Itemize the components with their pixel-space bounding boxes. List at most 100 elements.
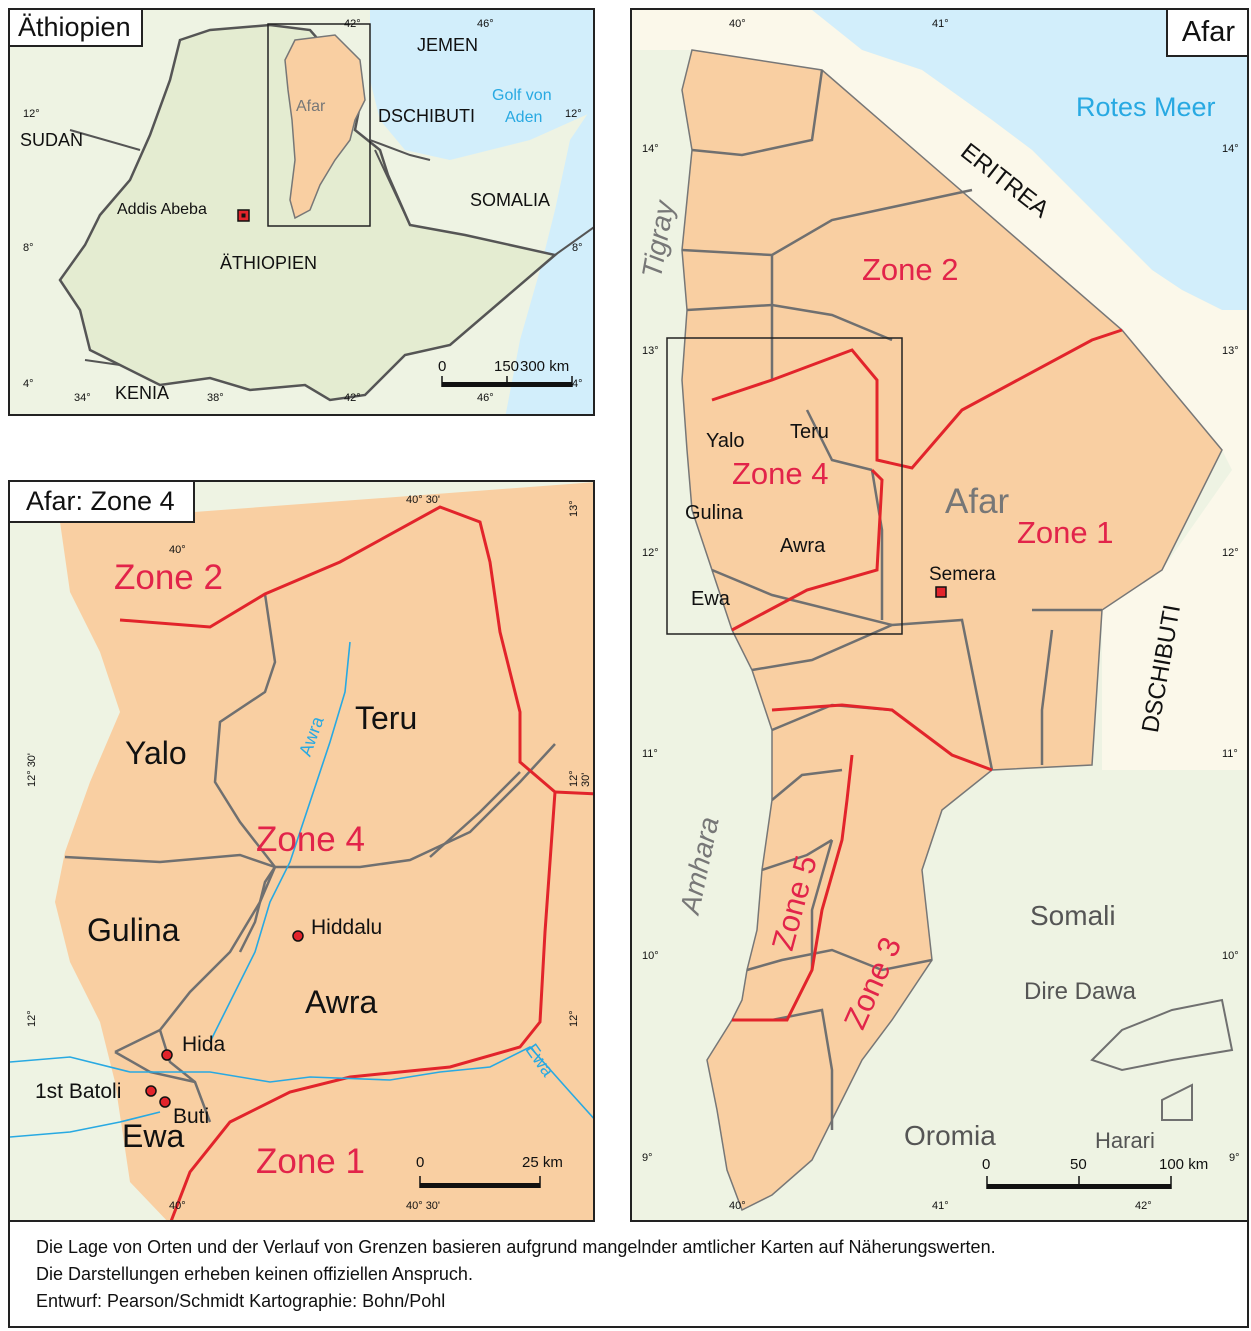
lon-tick-5: 42°	[344, 392, 361, 404]
lat-tick-5: 8°	[572, 242, 583, 254]
scale-label-150: 150	[494, 358, 520, 375]
lat-tick-12: 9°	[1229, 1152, 1240, 1164]
label-addis-abeba: Addis Abeba	[117, 201, 207, 218]
label-rotes-meer: Rotes Meer	[1076, 92, 1216, 122]
scale-bar	[419, 1176, 541, 1188]
label-hida: Hida	[182, 1033, 226, 1056]
lon-tick-4: 40° 30'	[406, 1200, 441, 1212]
footer-disclaimer-line-1: Die Lage von Orten und der Verlauf von G…	[36, 1237, 996, 1257]
footer-disclaimer-line-2: Die Darstellungen erheben keinen offizie…	[36, 1264, 473, 1284]
label-afar-region: Afar	[296, 98, 326, 115]
lon-tick-2: 38°	[207, 392, 224, 404]
lat-tick-3: 12°	[642, 547, 659, 559]
scale-label-300: 300 km	[520, 358, 570, 375]
scale-label-0: 0	[416, 1154, 425, 1171]
lon-tick-1: 40°	[169, 544, 186, 556]
label-yalo: Yalo	[125, 735, 187, 771]
label-golf: Golf von	[492, 87, 552, 104]
lat-tick-10: 11°	[1222, 748, 1238, 760]
label-awra: Awra	[305, 984, 378, 1020]
scale-label-0: 0	[438, 358, 447, 375]
label-zone1: Zone 1	[256, 1142, 365, 1181]
afar-map-title: Afar	[1165, 10, 1247, 57]
lon-tick-3: 40°	[729, 1200, 746, 1212]
label-aden: Aden	[505, 109, 543, 126]
label-yalo: Yalo	[706, 430, 745, 452]
afar-extent-frame	[267, 23, 371, 227]
zone-borders	[711, 328, 1123, 1022]
label-gulina: Gulina	[87, 912, 180, 948]
afar-area	[55, 482, 593, 1220]
label-kenia: KENIA	[115, 383, 170, 403]
afar-main-map: Afar Rotes Meer ERITREA DSCHIBUTI Tigray…	[630, 8, 1249, 1222]
afar-region	[284, 34, 366, 220]
lat-tick-9: 12°	[1222, 547, 1239, 559]
ethiopia-overview-map: Äthiopien SUDAN JEMEN DSCHIBUTI SOMALIA …	[8, 8, 595, 416]
lat-tick-2: 12° 30'	[26, 752, 38, 787]
label-ewa: Ewa	[122, 1118, 185, 1154]
scale-bar	[441, 376, 573, 387]
lon-tick-6: 46°	[477, 392, 494, 404]
label-semera: Semera	[929, 564, 996, 585]
ethiopia-overview-svg	[10, 10, 593, 414]
sea-area	[310, 10, 593, 414]
label-ewa: Ewa	[691, 588, 730, 610]
label-1st-batoli: 1st Batoli	[35, 1080, 122, 1103]
lon-tick-5: 42°	[1135, 1200, 1152, 1212]
afar-region	[681, 49, 1223, 1212]
lat-tick-7: 14°	[1222, 143, 1239, 155]
label-zone2: Zone 2	[862, 252, 959, 287]
label-teru: Teru	[790, 421, 829, 443]
ethiopia-map-title: Äthiopien	[10, 10, 143, 47]
lon-tick-4: 46°	[477, 18, 494, 30]
lat-tick-8: 13°	[1222, 345, 1239, 357]
label-dschibuti: DSCHIBUTI	[378, 106, 476, 126]
lat-tick-1: 13°	[568, 500, 580, 517]
label-somalia: SOMALIA	[470, 190, 551, 210]
semera-marker	[935, 586, 947, 598]
lat-tick-11: 10°	[1222, 950, 1239, 962]
label-somali: Somali	[1030, 900, 1116, 931]
zone4-extent-frame	[666, 337, 903, 635]
lat-tick-6: 9°	[642, 1152, 653, 1164]
scale-label-25: 25 km	[522, 1154, 563, 1171]
map-footer-note: Die Lage von Orten und der Verlauf von G…	[8, 1220, 1249, 1328]
district-borders	[64, 593, 556, 1123]
zone-borders	[119, 505, 593, 1220]
label-awra: Awra	[780, 535, 826, 557]
lat-tick-3: 4°	[23, 378, 34, 390]
lon-tick-1: 40°	[729, 18, 746, 30]
lon-tick-1: 34°	[74, 392, 91, 404]
lon-tick-4: 41°	[932, 1200, 949, 1212]
lat-tick-1: 14°	[642, 143, 659, 155]
label-zone4: Zone 4	[256, 820, 365, 859]
scale-bar	[986, 1176, 1172, 1189]
lat-tick-3: 12° 30'	[568, 770, 592, 787]
label-zone1: Zone 1	[1017, 515, 1114, 550]
lon-tick-3: 42°	[344, 18, 361, 30]
label-jemen: JEMEN	[417, 35, 479, 55]
scale-label-0: 0	[982, 1156, 991, 1173]
lat-tick-1: 12°	[23, 108, 40, 120]
label-aethiopien: ÄTHIOPIEN	[220, 253, 318, 273]
label-hiddalu: Hiddalu	[311, 916, 383, 939]
lat-tick-2: 8°	[23, 242, 34, 254]
label-gulina: Gulina	[685, 502, 743, 524]
rivers	[10, 641, 593, 1138]
label-harari: Harari	[1095, 1128, 1155, 1153]
zone4-detail-map: Afar: Zone 4 Zone 2 Zone 4 Zone 1 Yalo T…	[8, 480, 595, 1222]
scale-label-50: 50	[1070, 1156, 1087, 1173]
woreda-borders	[681, 69, 1102, 1130]
lat-tick-4: 12°	[26, 1010, 38, 1027]
label-buti: Buti	[173, 1105, 210, 1128]
label-dire-dawa: Dire Dawa	[1024, 978, 1137, 1005]
scale-label-100: 100 km	[1159, 1156, 1209, 1173]
label-afar-region: Afar	[945, 482, 1010, 521]
country-borders	[69, 129, 593, 366]
lat-tick-2: 13°	[642, 345, 659, 357]
dire-dawa-harari-areas	[1090, 998, 1234, 1121]
footer-credits: Entwurf: Pearson/Schmidt Kartographie: B…	[36, 1291, 446, 1311]
afar-main-svg	[632, 10, 1247, 1220]
label-sudan: SUDAN	[20, 130, 84, 150]
lat-tick-4: 12°	[565, 108, 582, 120]
